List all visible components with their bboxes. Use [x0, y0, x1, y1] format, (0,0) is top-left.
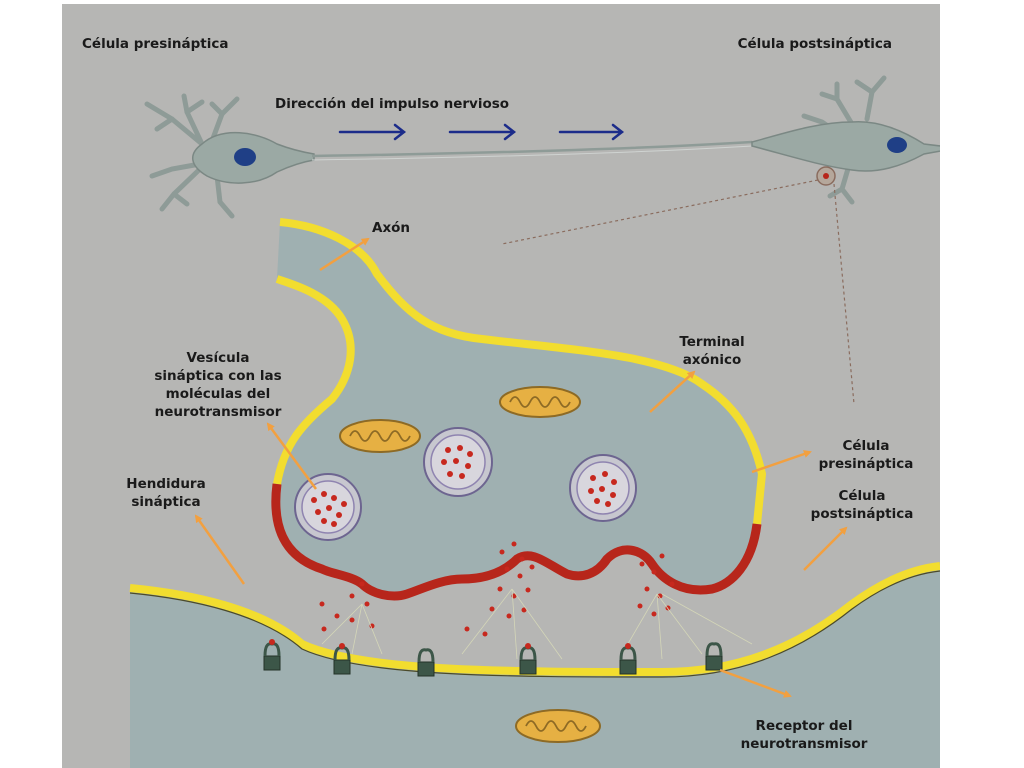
- presynaptic-membrane-yellow-left: [273, 275, 355, 485]
- presynaptic-nucleus: [234, 148, 256, 166]
- mitochondrion-3: [515, 709, 601, 743]
- impulse-arrow-3: [558, 123, 625, 141]
- vesicle-3: [569, 454, 637, 522]
- label-presynaptic-cell-top: Célula presináptica: [82, 36, 228, 52]
- vesicle-1: [294, 473, 362, 541]
- arrow-presynaptic-cell: [751, 450, 812, 474]
- axon-fiber-outline: [311, 145, 753, 161]
- zoom-line-right: [833, 183, 855, 405]
- label-presynaptic-cell-1: Célula: [842, 438, 889, 454]
- postsynaptic-membrane-edge: [129, 570, 940, 678]
- receptor-6: [705, 642, 723, 671]
- label-vesicle-2: sináptica con las: [154, 368, 281, 384]
- synaptic-vesicles: [294, 427, 637, 541]
- label-postsynaptic-cell-top: Célula postsináptica: [738, 36, 892, 52]
- receptor-1: [263, 639, 281, 671]
- receptor-4: [519, 643, 537, 675]
- label-receptor-2: neurotransmisor: [741, 736, 868, 752]
- receptors: [263, 639, 723, 677]
- label-cleft-1: Hendidura: [126, 476, 205, 492]
- postsynaptic-membrane: [129, 562, 940, 677]
- mitochondrion-2: [499, 386, 581, 418]
- synapse-diagram: Célula presináptica Célula postsináptica…: [62, 4, 940, 768]
- label-axon-terminal-1: Terminal: [679, 334, 744, 350]
- label-vesicle-4: neurotransmisor: [155, 404, 282, 420]
- label-vesicle-1: Vesícula: [187, 350, 250, 366]
- postsynaptic-neuron: [751, 75, 940, 205]
- postsynaptic-nucleus: [887, 137, 907, 153]
- postsynaptic-region: [130, 566, 940, 768]
- receptor-3: [417, 648, 435, 677]
- vesicle-2: [423, 427, 493, 497]
- label-arrows: [194, 237, 848, 698]
- label-vesicle-3: moléculas del: [166, 386, 271, 402]
- presynaptic-membrane-yellow: [279, 218, 767, 525]
- impulse-arrow-1: [338, 123, 407, 141]
- label-receptor-1: Receptor del: [756, 718, 853, 734]
- arrow-axon: [319, 237, 370, 272]
- label-axon-terminal-2: axónico: [683, 352, 742, 368]
- axon-fiber: [311, 140, 753, 158]
- receptor-2: [333, 643, 351, 675]
- label-cleft-2: sináptica: [131, 494, 200, 510]
- arrow-axon-terminal: [649, 370, 696, 413]
- mitochondria: [339, 386, 601, 743]
- arrow-receptor: [719, 668, 792, 698]
- impulse-arrows: [338, 123, 625, 141]
- diffusion-lines: [321, 588, 753, 660]
- label-axon: Axón: [372, 220, 410, 236]
- label-postsynaptic-cell-1: Célula: [838, 488, 885, 504]
- arrow-vesicle: [266, 422, 318, 490]
- impulse-arrow-2: [448, 123, 517, 141]
- label-impulse-direction: Dirección del impulso nervioso: [275, 96, 509, 112]
- arrow-cleft: [194, 514, 246, 585]
- synapse-detail-core: [823, 173, 829, 179]
- receptor-5: [619, 643, 637, 675]
- label-presynaptic-cell-2: presináptica: [819, 456, 914, 472]
- label-postsynaptic-cell-2: postsináptica: [811, 506, 914, 522]
- mitochondrion-1: [339, 419, 421, 453]
- arrow-postsynaptic-cell: [803, 526, 848, 571]
